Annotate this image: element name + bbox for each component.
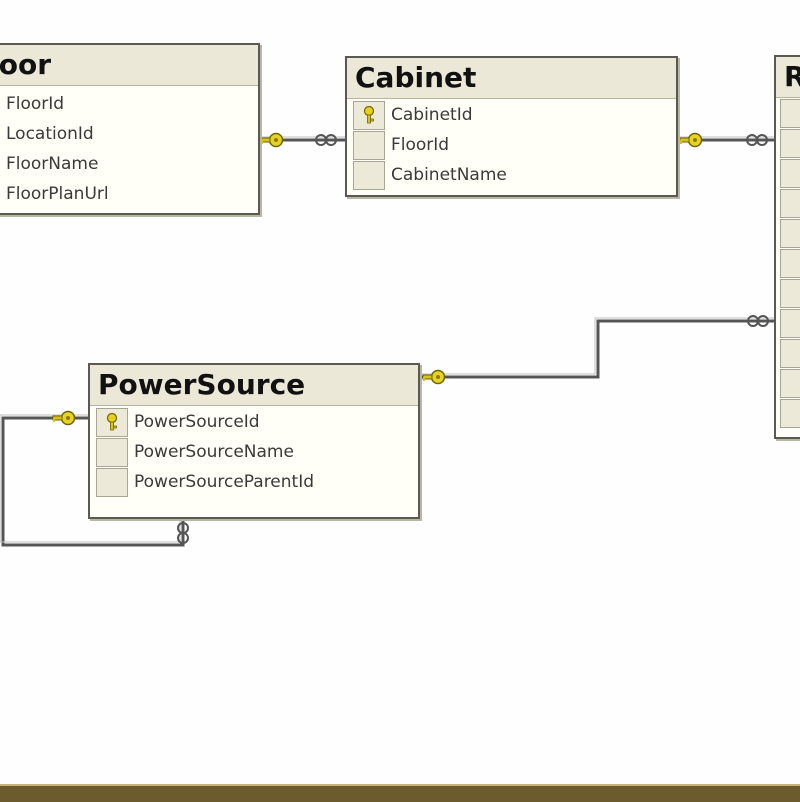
row-marker xyxy=(780,159,800,188)
key-icon xyxy=(422,369,446,385)
column-label: FloorId xyxy=(6,94,65,114)
column-row-powersourceparentid[interactable]: PowerSourceParentId xyxy=(90,467,418,497)
row-marker xyxy=(780,99,800,128)
table-r-title: R xyxy=(776,57,800,98)
table-cabinet-title: Cabinet xyxy=(347,58,676,99)
row-marker xyxy=(780,399,800,428)
column-label: PowerSourceId xyxy=(134,412,260,432)
column-row-floorid[interactable]: FloorId xyxy=(0,89,258,119)
row-marker xyxy=(780,189,800,218)
table-floor[interactable]: Floor FloorId LocationId FloorName Floor… xyxy=(0,43,260,215)
column-label: FloorId xyxy=(391,135,450,155)
key-icon xyxy=(260,132,284,148)
column-label: PowerSourceName xyxy=(134,442,294,462)
column-label: LocationId xyxy=(6,124,94,144)
column-row-powersourceid[interactable]: PowerSourceId xyxy=(90,407,418,437)
row-marker xyxy=(780,369,800,398)
column-row-cabinetname[interactable]: CabinetName xyxy=(347,160,676,190)
relationship-floor-cabinet xyxy=(258,132,347,148)
column-row-floorplanurl[interactable]: FloorPlanUrl xyxy=(0,179,258,209)
table-powersource-title: PowerSource xyxy=(90,365,418,406)
key-icon xyxy=(353,101,385,130)
column-label: FloorName xyxy=(6,154,99,174)
bottom-frame xyxy=(0,784,800,802)
column-row-locationid[interactable]: LocationId xyxy=(0,119,258,149)
row-marker xyxy=(353,161,385,190)
table-cabinet[interactable]: Cabinet CabinetId FloorId CabinetName xyxy=(345,56,678,197)
key-icon xyxy=(52,410,76,426)
row-marker xyxy=(353,131,385,160)
row-marker xyxy=(780,339,800,368)
relationship-powersource-self xyxy=(0,410,189,547)
column-label: CabinetName xyxy=(391,165,507,185)
row-marker xyxy=(780,309,800,338)
column-label: CabinetId xyxy=(391,105,473,125)
column-row-cabinetid[interactable]: CabinetId xyxy=(347,100,676,130)
row-marker xyxy=(96,438,128,467)
column-label: PowerSourceParentId xyxy=(134,472,315,492)
table-floor-title: Floor xyxy=(0,45,258,86)
column-row-floorname[interactable]: FloorName xyxy=(0,149,258,179)
table-r[interactable]: R xyxy=(774,55,800,439)
relationship-powersource-r xyxy=(416,315,776,385)
relationship-cabinet-r xyxy=(676,132,776,148)
column-row-floorid[interactable]: FloorId xyxy=(347,130,676,160)
table-powersource[interactable]: PowerSource PowerSourceId PowerSourceNam… xyxy=(88,363,420,519)
row-marker xyxy=(780,129,800,158)
row-marker xyxy=(780,279,800,308)
column-label: FloorPlanUrl xyxy=(6,184,109,204)
row-marker xyxy=(780,219,800,248)
row-marker xyxy=(96,468,128,497)
column-row-powersourcename[interactable]: PowerSourceName xyxy=(90,437,418,467)
row-marker xyxy=(780,249,800,278)
key-icon xyxy=(679,132,703,148)
key-icon xyxy=(96,408,128,437)
